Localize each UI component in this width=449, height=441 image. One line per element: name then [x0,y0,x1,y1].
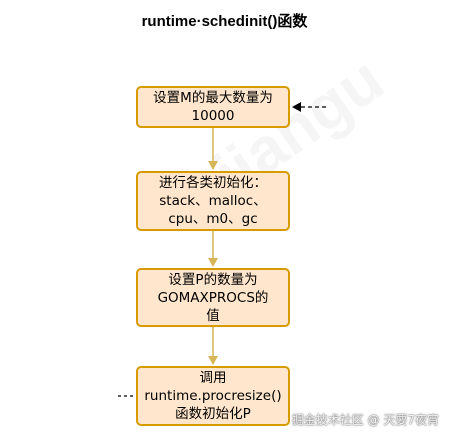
step-3-line-1: 设置P的数量为 [168,271,258,288]
step-2-line-3: cpu、m0、gc [168,211,258,227]
step-3-line-3: 值 [206,307,220,324]
step-4-line-2: runtime.procresize() [144,388,282,404]
step-3-box: 设置P的数量为 GOMAXPROCS的 值 [136,268,290,327]
step-1-box: 设置M的最大数量为 10000 [136,86,290,128]
diagram-title: runtime·schedinit()函数 [141,13,308,30]
step-1-line-2: 10000 [191,108,235,124]
step-1-line-1: 设置M的最大数量为 [153,90,273,106]
step-4-line-3: 函数初始化P [175,406,251,422]
site-watermark: 掘金技术社区 @ 天要7夜宵 [291,413,439,427]
step-2-line-1: 进行各类初始化： [159,175,267,191]
step-4-line-1: 调用 [199,370,227,386]
step-2-box: 进行各类初始化： stack、malloc、 cpu、m0、gc [136,171,290,231]
step-2-line-2: stack、malloc、 [159,193,267,209]
step-3-line-2: GOMAXPROCS的 [157,289,269,306]
step-4-box: 调用 runtime.procresize() 函数初始化P [136,366,290,426]
